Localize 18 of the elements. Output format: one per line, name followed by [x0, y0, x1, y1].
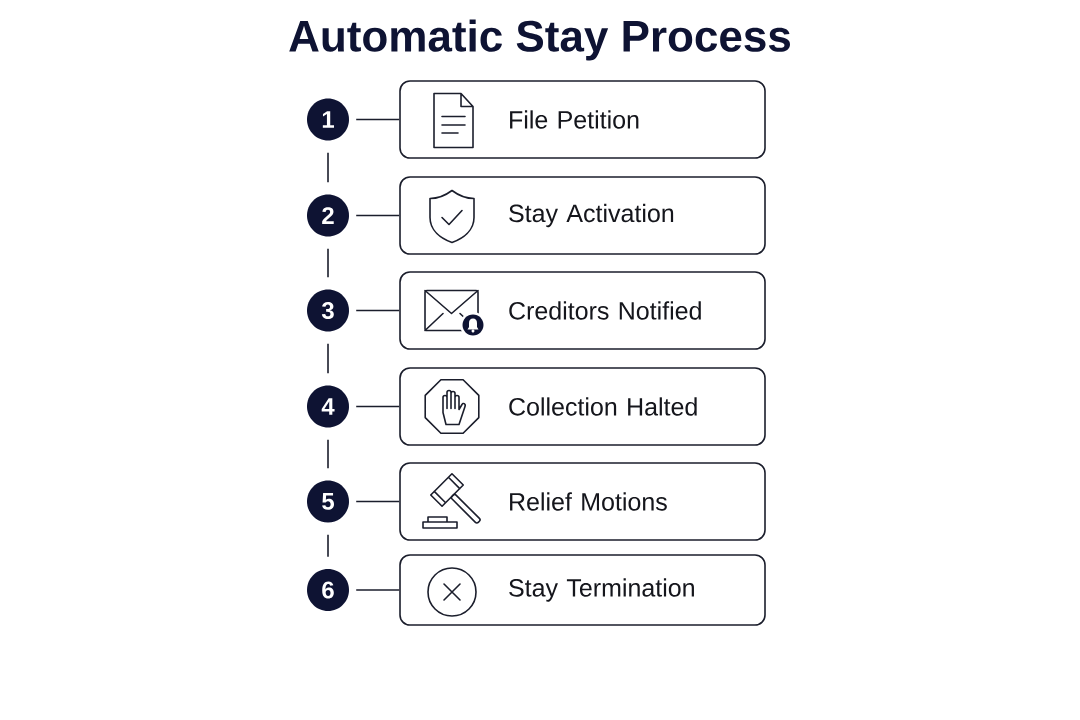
- step-box: Creditors Notified: [399, 271, 766, 350]
- connector-line: [355, 405, 400, 408]
- connector-line: [355, 589, 400, 591]
- connector-line: [327, 533, 329, 558]
- step-box: Relief Motions: [399, 462, 766, 541]
- step-box: File Petition: [399, 80, 766, 159]
- connector-line: [355, 309, 400, 312]
- connector-line: [355, 118, 400, 121]
- connector-line: [355, 500, 400, 503]
- connector-line: [327, 438, 329, 470]
- connector-line: [327, 247, 329, 279]
- step-box: Collection Halted: [399, 367, 766, 446]
- title: Automatic Stay Process: [289, 19, 790, 61]
- connector-line: [355, 214, 400, 217]
- step-box: Stay Termination: [399, 554, 766, 626]
- connector-line: [327, 342, 329, 375]
- step-box: Stay Activation: [399, 176, 766, 255]
- connector-line: [327, 151, 329, 184]
